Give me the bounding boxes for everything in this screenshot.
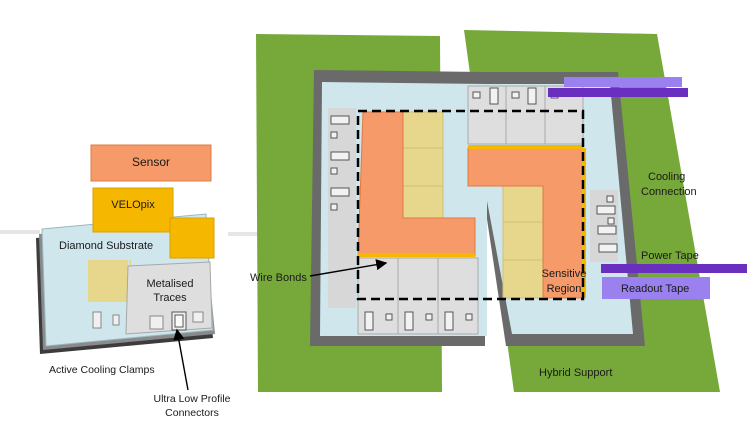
connection-label: Connection: [641, 186, 697, 198]
velopix-chip: [92, 187, 174, 233]
connector: [364, 311, 374, 331]
connector: [330, 151, 350, 161]
connector: [465, 313, 473, 321]
ulp-connectors-label-line2: Connectors: [165, 407, 219, 419]
velopix-label: VELOpix: [111, 199, 155, 211]
velopix-chip-right: [169, 217, 215, 259]
ulp-arrow: [173, 328, 189, 391]
connector: [92, 311, 102, 329]
connector: [330, 187, 350, 197]
sensor-label: Sensor: [132, 155, 170, 169]
tan-chip-column-right: [502, 185, 544, 299]
power-tape: [601, 264, 747, 273]
traces-label: Traces: [153, 292, 187, 304]
connector: [527, 87, 537, 105]
connector: [444, 311, 454, 331]
metalised-traces-area: [125, 261, 213, 335]
connector: [597, 225, 617, 235]
power-tape-label: Power Tape: [641, 250, 699, 262]
right-connector-column: [590, 190, 618, 262]
region-label: Region: [547, 283, 582, 295]
connector: [472, 91, 481, 99]
connector: [330, 131, 338, 139]
substrate-chip: [88, 260, 128, 302]
assembled-module: [256, 30, 747, 392]
connector: [596, 205, 616, 215]
diamond-substrate-label: Diamond Substrate: [59, 240, 153, 252]
connector: [607, 217, 615, 225]
wire-bonds-arrow: [309, 259, 388, 277]
readout-tape: [602, 277, 710, 299]
connector: [489, 87, 499, 105]
readout-tape-label: Readout Tape: [621, 283, 689, 295]
ulp-connectors-label-line1: Ultra Low Profile: [153, 393, 230, 405]
connector: [192, 311, 204, 323]
wire-bonds-label: Wire Bonds: [250, 272, 307, 284]
beam-line: [0, 230, 40, 234]
sensitive-region-outline: [356, 109, 585, 301]
exploded-module: [36, 144, 215, 354]
active-cooling-clamps-label: Active Cooling Clamps: [49, 364, 155, 376]
connector: [112, 314, 120, 326]
cooling-label: Cooling: [648, 171, 685, 183]
connector: [330, 167, 338, 175]
connector: [606, 195, 614, 203]
hybrid-support-label: Hybrid Support: [539, 367, 612, 379]
connector: [598, 243, 618, 253]
sensor-plate: [90, 144, 212, 182]
sensitive-label: Sensitive: [542, 268, 587, 280]
connector: [404, 311, 414, 331]
left-connector-column: [328, 108, 356, 308]
metalised-label: Metalised: [146, 278, 193, 290]
connector: [511, 91, 520, 99]
connector: [330, 203, 338, 211]
connector: [385, 313, 393, 321]
power-tape-top-lower: [564, 77, 682, 87]
connector: [174, 314, 184, 328]
power-tape-top: [548, 88, 688, 97]
left-bottom-chips: [357, 257, 479, 335]
connector: [149, 315, 164, 330]
connector: [330, 115, 350, 125]
tan-chip-column: [402, 111, 444, 225]
connector: [425, 313, 433, 321]
